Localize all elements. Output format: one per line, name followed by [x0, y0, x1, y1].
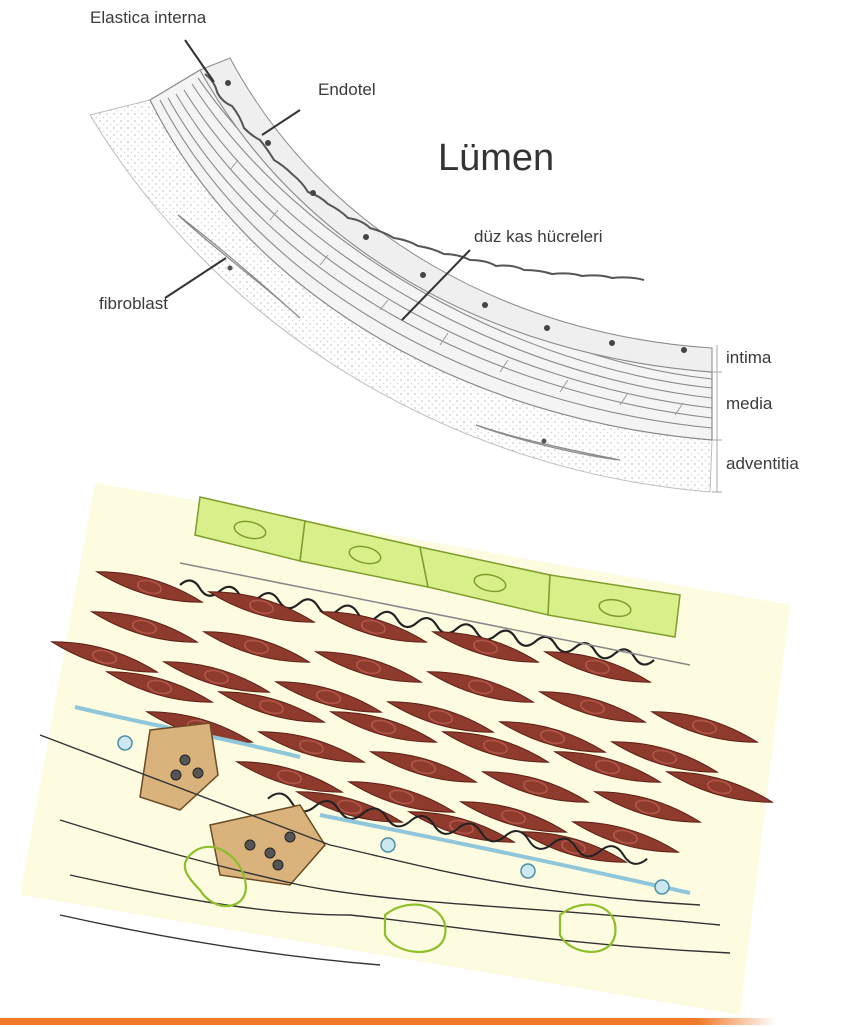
fibroblast-nucleus: [228, 266, 233, 271]
label-duz-kas-hucreleri: düz kas hücreleri: [474, 227, 603, 247]
label-adventitia: adventitia: [726, 454, 799, 474]
label-endotel: Endotel: [318, 80, 376, 100]
label-lumen: Lümen: [438, 137, 554, 180]
vessel-wall-histology-drawing: [0, 475, 866, 1015]
vessel-layers-schematic: [0, 0, 866, 500]
label-intima: intima: [726, 348, 771, 368]
label-fibroblast: fibroblast: [99, 294, 168, 314]
accent-bar: [0, 1018, 776, 1025]
layer-bracket: [712, 345, 722, 492]
fibroblast-nucleus: [542, 439, 547, 444]
label-elastica-interna: Elastica interna: [90, 8, 206, 28]
label-media: media: [726, 394, 772, 414]
